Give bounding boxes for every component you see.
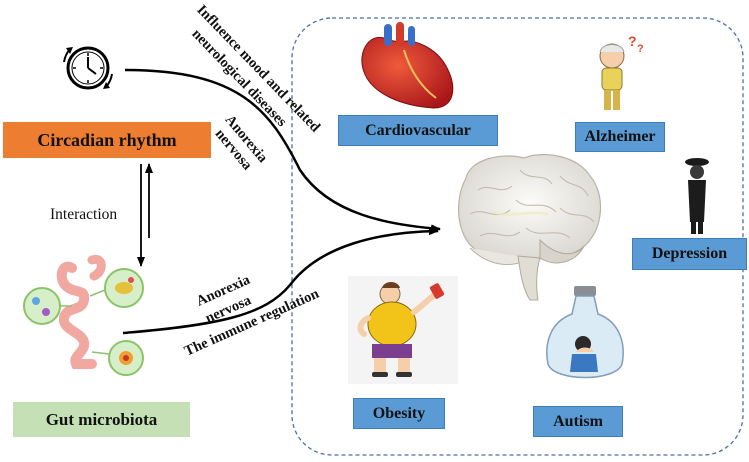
depression-box: Depression — [632, 238, 747, 270]
child-in-bottle-icon — [546, 286, 624, 379]
elderly-person-icon: ? ? — [599, 33, 644, 110]
heart-icon — [361, 22, 454, 109]
circadian-rhythm-box: Circadian rhythm — [3, 122, 211, 158]
obese-person-icon — [348, 276, 458, 384]
autism-box: Autism — [533, 406, 623, 437]
alzheimer-box: Alzheimer — [575, 122, 665, 152]
arrow-gut-to-brain — [122, 227, 439, 335]
cardiovascular-box: Cardiovascular — [338, 115, 498, 146]
arrow-circadian-to-brain — [124, 68, 441, 233]
gut-microbiota-box: Gut microbiota — [13, 402, 190, 437]
obesity-box: Obesity — [353, 398, 445, 429]
svg-text:?: ? — [628, 33, 637, 49]
brain-region-boundary — [291, 17, 744, 456]
svg-text:?: ? — [637, 43, 644, 55]
sad-person-icon — [685, 158, 709, 234]
interaction-label: Interaction — [50, 206, 118, 223]
brain-icon — [457, 154, 601, 301]
gut-icon — [23, 254, 144, 376]
clock-icon — [63, 46, 113, 90]
